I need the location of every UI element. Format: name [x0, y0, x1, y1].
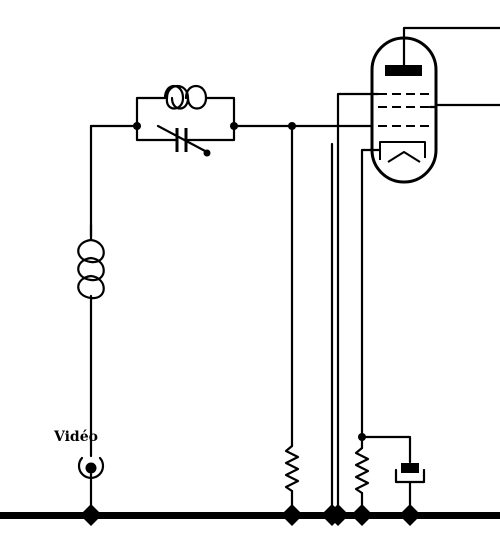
video-label: Vidéo [53, 429, 98, 445]
parallel-trap-circuit [133, 84, 238, 157]
jack-center-dot [85, 462, 97, 474]
series-inductor [77, 223, 105, 300]
variable-capacitor [156, 124, 211, 157]
pentode-tube [370, 26, 500, 184]
tube-envelope [370, 36, 438, 184]
ground-arrow [402, 504, 418, 512]
input-wire [89, 124, 139, 458]
ground-bus [0, 512, 500, 519]
grid-leak-resistor [284, 124, 300, 526]
ground-arrow [324, 504, 340, 512]
trap-coil [163, 84, 208, 110]
tube-heater [387, 151, 421, 163]
cathode-bias-network [354, 433, 426, 526]
video-input-jack [77, 456, 105, 514]
bypass-capacitor [394, 463, 426, 484]
ground-arrow [284, 518, 300, 526]
ground-arrow [354, 518, 370, 526]
tube-plate [385, 65, 422, 76]
ground-arrow [324, 518, 340, 526]
ground-arrow [83, 518, 99, 526]
tube-cathode [379, 141, 426, 160]
ground-arrow [284, 504, 300, 512]
ground-arrow [83, 504, 99, 512]
ground-arrow [354, 504, 370, 512]
ground-arrow [402, 518, 418, 526]
